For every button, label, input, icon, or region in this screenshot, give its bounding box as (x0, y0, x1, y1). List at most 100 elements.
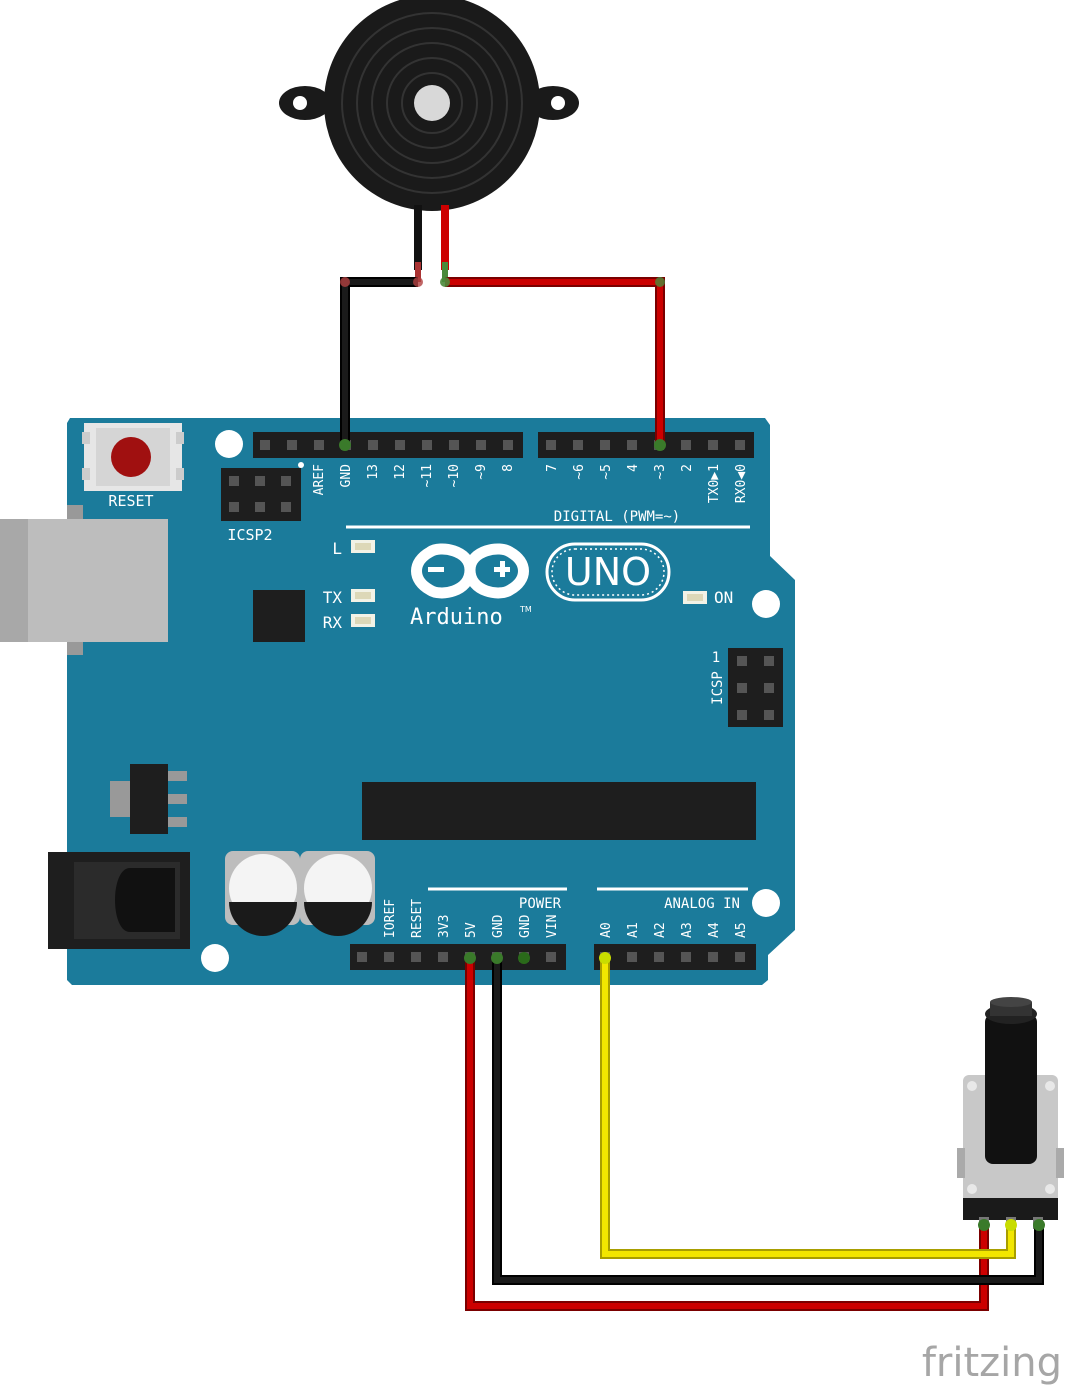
pin-label: ~11 (420, 464, 435, 487)
pin-label: 7 (545, 464, 560, 472)
header-socket[interactable] (627, 440, 637, 450)
header-socket[interactable] (503, 440, 513, 450)
header-socket[interactable] (422, 440, 432, 450)
header-socket[interactable] (411, 952, 421, 962)
pin-label: A4 (707, 922, 722, 938)
pin-label: 12 (393, 464, 408, 480)
wire-gnd-pot[interactable] (492, 958, 1044, 1285)
pin-label: GND (491, 914, 506, 938)
connection-dot (1033, 1219, 1045, 1231)
connection-dot (1005, 1219, 1017, 1231)
header-socket[interactable] (449, 440, 459, 450)
icsp2-label: ICSP2 (227, 526, 272, 544)
header-socket[interactable] (357, 952, 367, 962)
header-socket[interactable] (708, 952, 718, 962)
atmega-chip (362, 782, 756, 840)
rotary-potentiometer (957, 997, 1064, 1229)
header-socket[interactable] (546, 952, 556, 962)
arduino-logo (411, 542, 671, 602)
reset-button[interactable] (82, 423, 184, 491)
header-socket[interactable] (287, 440, 297, 450)
capacitor (225, 851, 300, 936)
mounting-hole (752, 889, 780, 917)
reset-label: RESET (108, 492, 153, 510)
voltage-regulator (110, 764, 187, 834)
led-tx (351, 589, 375, 602)
header-socket[interactable] (681, 440, 691, 450)
mounting-hole (215, 430, 243, 458)
pin-label: GND (518, 914, 533, 938)
led-rx-label: RX (323, 613, 343, 632)
pin-label: A0 (599, 922, 614, 938)
wire-a0-pot[interactable] (600, 958, 1016, 1259)
mounting-hole (201, 944, 229, 972)
header-socket[interactable] (368, 440, 378, 450)
pin-label: RX0◀0 (734, 464, 749, 503)
usb-connector (0, 505, 168, 655)
led-on (683, 591, 707, 604)
pin-label: AREF (312, 464, 327, 495)
analog-header (594, 944, 756, 970)
wire-5v-pot[interactable] (465, 958, 989, 1311)
connection-dot (655, 277, 665, 287)
pin-label: 4 (626, 464, 641, 472)
pin-label: ~9 (474, 464, 489, 480)
header-socket[interactable] (395, 440, 405, 450)
pin-label: TX0▶1 (707, 464, 722, 503)
header-socket[interactable] (476, 440, 486, 450)
pin-label: A3 (680, 922, 695, 938)
led-tx-label: TX (323, 588, 343, 607)
header-socket[interactable] (627, 952, 637, 962)
pin-label: A5 (734, 922, 749, 938)
header-socket[interactable] (314, 440, 324, 450)
pin-label: GND (339, 464, 354, 488)
pin-label: 5V (464, 922, 479, 938)
icsp-label: ICSP (710, 671, 726, 705)
pin-label: VIN (545, 915, 560, 938)
header-socket[interactable] (260, 440, 270, 450)
arduino-text: Arduino (410, 605, 503, 630)
connection-dot (599, 952, 611, 964)
connection-dot (340, 277, 350, 287)
header-socket[interactable] (654, 952, 664, 962)
pin-label: A1 (626, 922, 641, 938)
analog-label: ANALOG IN (664, 896, 740, 912)
header-socket[interactable] (708, 440, 718, 450)
pin-label: ~10 (447, 464, 462, 487)
digital-label: DIGITAL (PWM=~) (554, 509, 680, 525)
header-socket[interactable] (546, 440, 556, 450)
pin-label: 2 (680, 464, 695, 472)
power-header (350, 944, 566, 970)
pin-label: RESET (410, 899, 425, 938)
header-socket[interactable] (681, 952, 691, 962)
header-socket[interactable] (573, 440, 583, 450)
icsp-header (728, 648, 783, 727)
capacitor (300, 851, 375, 936)
connection-dot (440, 277, 450, 287)
header-socket[interactable] (384, 952, 394, 962)
connection-dot (654, 439, 666, 451)
header-socket[interactable] (438, 952, 448, 962)
led-l (351, 540, 375, 553)
pin-label: 8 (501, 464, 516, 472)
connection-dot (518, 952, 530, 964)
mounting-hole (752, 590, 780, 618)
pin-label: ~3 (653, 464, 668, 480)
connection-dot (491, 952, 503, 964)
pin-label: A2 (653, 922, 668, 938)
led-rx (351, 614, 375, 627)
digital-header-right (538, 432, 754, 458)
header-socket[interactable] (600, 440, 610, 450)
pin-label: ~6 (572, 464, 587, 480)
trademark-mark: TM (519, 605, 532, 614)
pin-label: 13 (366, 464, 381, 480)
pin-label: 3V3 (437, 915, 452, 938)
pin-label: IOREF (383, 899, 398, 938)
led-on-label: ON (714, 588, 733, 607)
header-socket[interactable] (735, 440, 745, 450)
icsp-pin1-label: 1 (712, 650, 720, 666)
header-socket[interactable] (735, 952, 745, 962)
piezo-buzzer (279, 0, 579, 282)
